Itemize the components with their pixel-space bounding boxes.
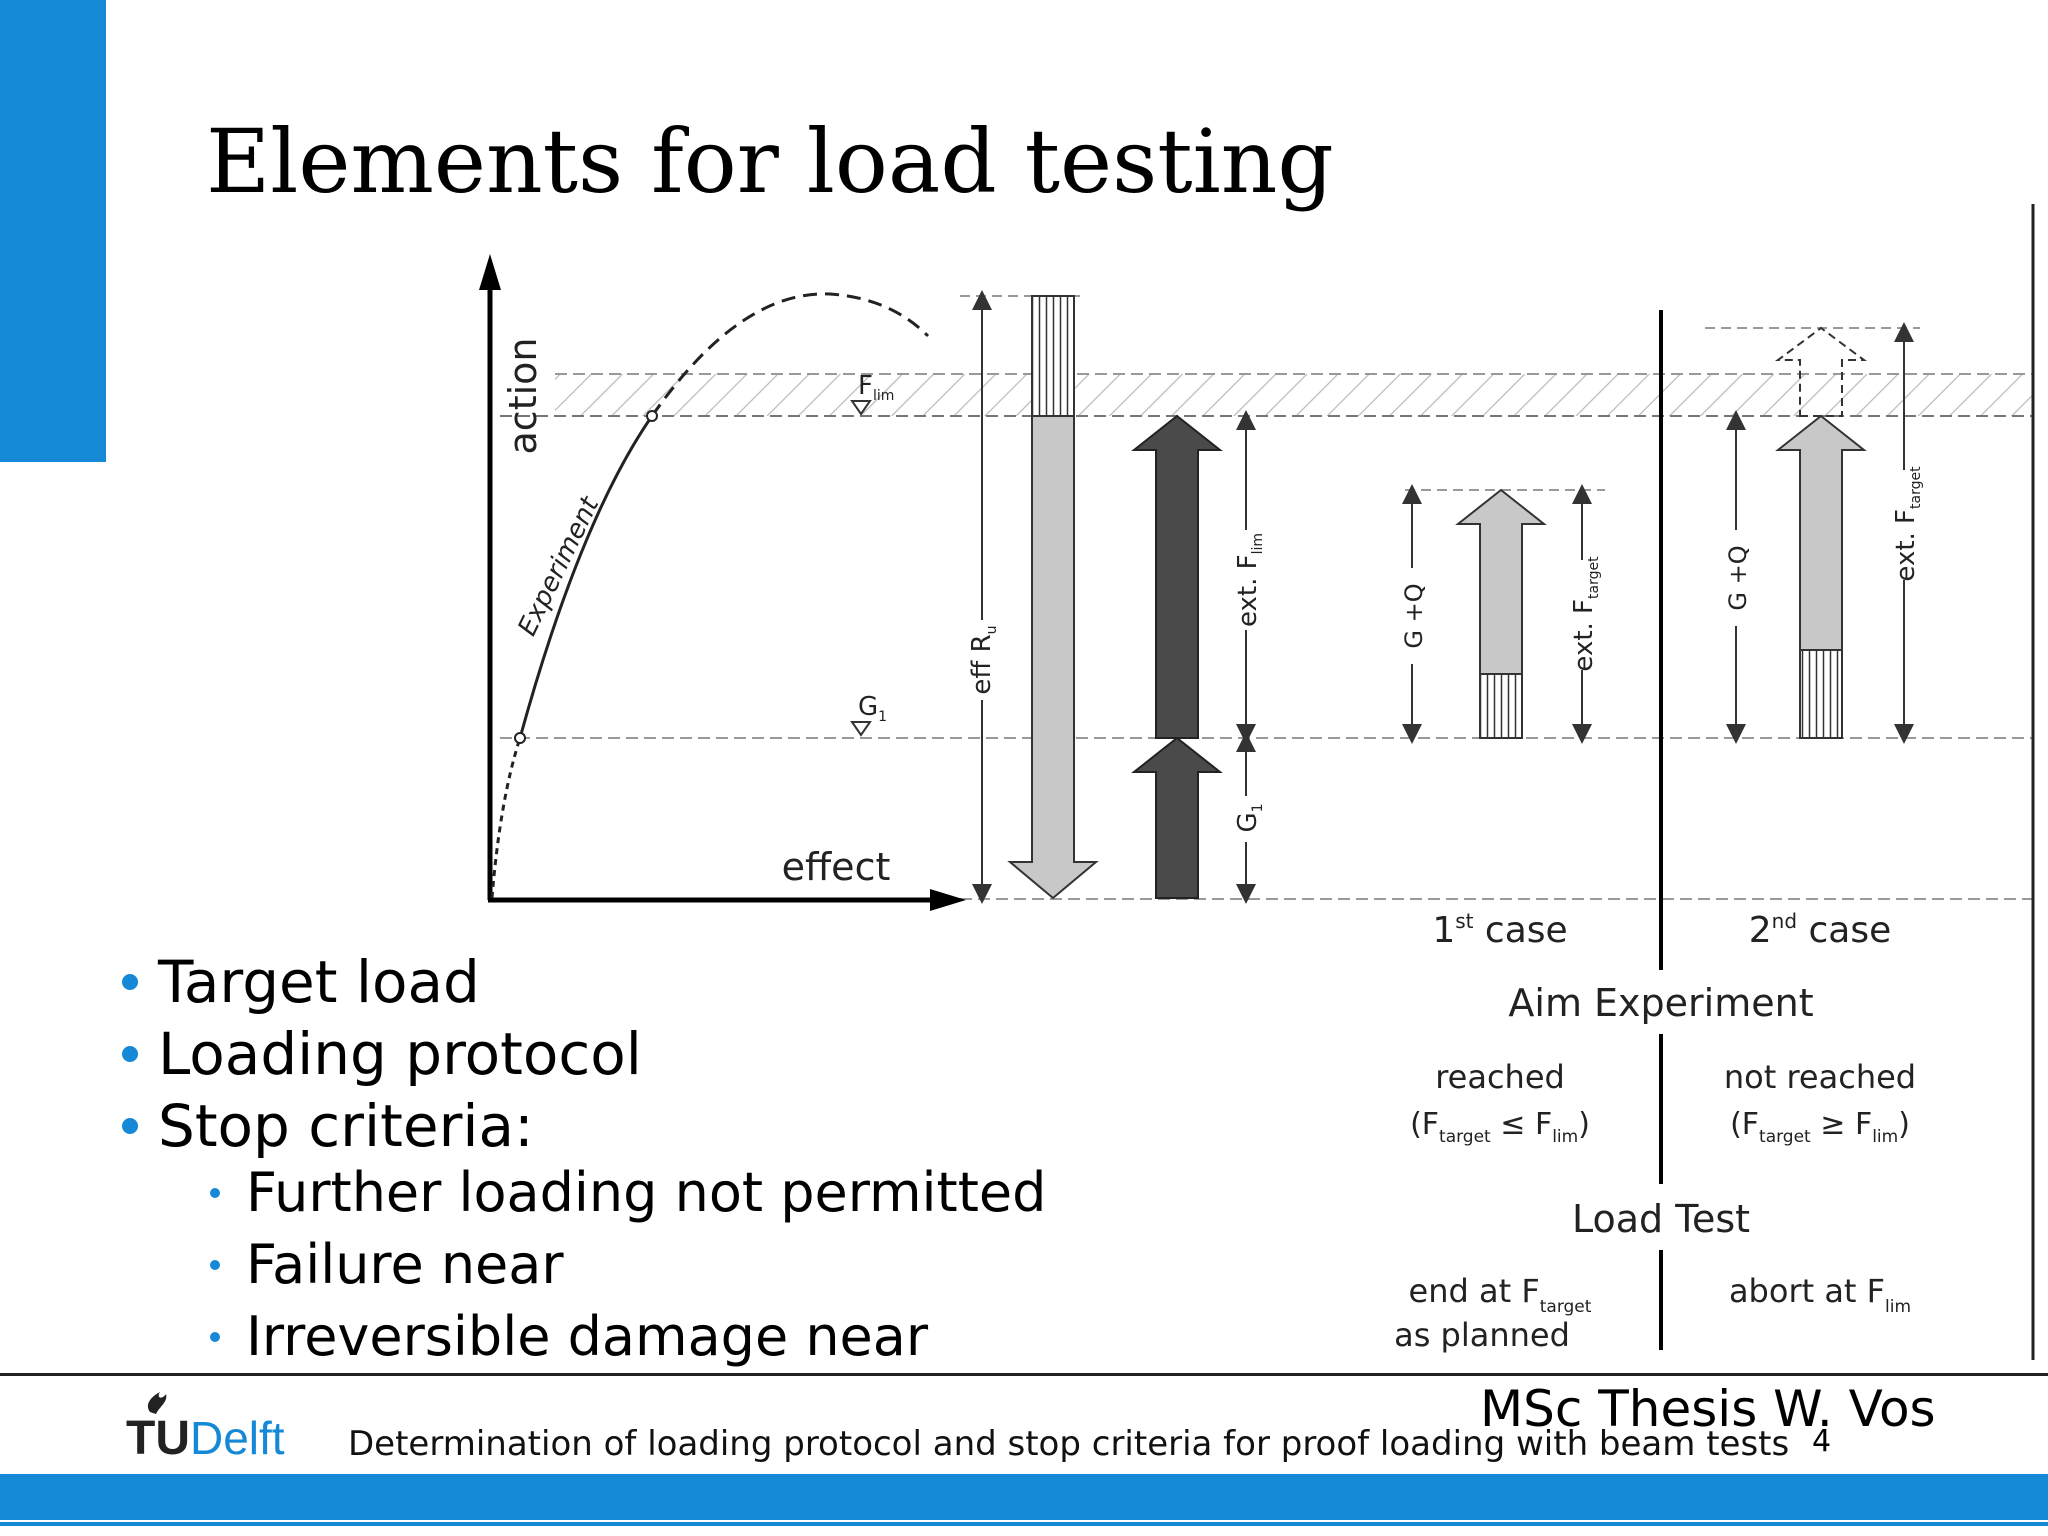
bullet-item: Loading protocol xyxy=(122,1018,642,1090)
eff-ru-label: eff Ru xyxy=(967,625,1000,694)
sub-bullet-item: Failure near xyxy=(210,1229,1046,1301)
x-axis-arrowhead xyxy=(930,889,966,911)
tu-delft-logo: TUDelft xyxy=(126,1392,285,1462)
sub-bullet-item: Further loading not permitted xyxy=(210,1157,1046,1229)
case1-target-label: ext. Ftarget xyxy=(1569,556,1602,672)
sub-bullet-dot xyxy=(210,1188,220,1198)
y-axis-label: action xyxy=(501,338,545,455)
footer-bar xyxy=(0,1474,2048,1520)
bullet-dot xyxy=(122,1118,138,1134)
aim-heading: Aim Experiment xyxy=(1508,981,1813,1025)
g1-marker-label: G1 xyxy=(858,692,887,725)
case2-extension-arrow xyxy=(1774,326,1868,417)
not-reached-label: not reached xyxy=(1724,1058,1916,1096)
sub-bullet-item: Irreversible damage near xyxy=(210,1301,1046,1373)
flim-load-arrow xyxy=(1131,414,1223,739)
case2-target-label: ext. Ftarget xyxy=(1891,466,1924,582)
sub-bullet-dot xyxy=(210,1260,220,1270)
slide-title: Elements for load testing xyxy=(206,110,1334,213)
bullet-list: Target load Loading protocol Stop criter… xyxy=(122,946,642,1162)
footer-text: Determination of loading protocol and st… xyxy=(348,1424,1790,1464)
bullet-dot xyxy=(122,1046,138,1062)
footer-rule xyxy=(0,1373,2048,1376)
curve-extrapolation xyxy=(650,292,930,417)
sub-bullet-list: Further loading not permitted Failure ne… xyxy=(210,1157,1046,1373)
case1-gq-label: G +Q xyxy=(1400,583,1428,648)
reached-label: reached xyxy=(1435,1058,1565,1096)
footer-line xyxy=(0,1522,2048,1526)
as-planned-label: as planned xyxy=(1394,1316,1570,1354)
g1-marker-icon xyxy=(850,721,872,737)
curve-initial xyxy=(490,737,522,899)
bullet-item: Stop criteria: xyxy=(122,1090,642,1162)
g1-load-arrow xyxy=(1131,736,1223,899)
resistance-arrow-top xyxy=(1031,295,1075,417)
limit-band xyxy=(555,374,2033,416)
reached-condition: (Ftarget ≤ Flim) xyxy=(1410,1107,1590,1147)
abort-at-label: abort at Flim xyxy=(1729,1272,1911,1317)
curve-label: Experiment xyxy=(512,492,605,641)
flim-marker-icon xyxy=(850,400,872,416)
flame-icon xyxy=(147,1392,167,1414)
not-reached-condition: (Ftarget ≥ Flim) xyxy=(1730,1107,1910,1147)
bullet-item: Target load xyxy=(122,946,642,1018)
case2-gq-label: G +Q xyxy=(1724,545,1752,610)
load-test-heading: Load Test xyxy=(1572,1197,1750,1241)
sub-bullet-dot xyxy=(210,1332,220,1342)
end-at-label: end at Ftarget xyxy=(1409,1272,1592,1317)
case2-target-arrow xyxy=(1775,414,1867,651)
case1-label: 1st case xyxy=(1432,909,1567,951)
y-axis-arrowhead xyxy=(479,254,501,290)
case1-g1-part xyxy=(1479,673,1523,739)
case1-target-arrow xyxy=(1455,488,1547,675)
curve-experiment xyxy=(518,415,654,739)
resistance-arrow xyxy=(1007,415,1099,900)
x-axis-label: effect xyxy=(782,845,891,889)
case2-label: 2nd case xyxy=(1749,909,1891,951)
accent-tab xyxy=(0,0,106,462)
svg-text:TUDelft: TUDelft xyxy=(126,1412,285,1462)
page-number: 4 xyxy=(1812,1424,1832,1459)
g1-dimension-label: G1 xyxy=(1233,803,1266,832)
ext-flim-label: ext. Flim xyxy=(1233,533,1266,627)
flim-point xyxy=(646,410,658,422)
footer-author: MSc Thesis W. Vos xyxy=(1480,1380,1936,1438)
g1-point xyxy=(514,732,526,744)
bullet-dot xyxy=(122,974,138,990)
flim-marker-label: Flim xyxy=(858,371,894,404)
case2-g1-part xyxy=(1799,649,1843,739)
